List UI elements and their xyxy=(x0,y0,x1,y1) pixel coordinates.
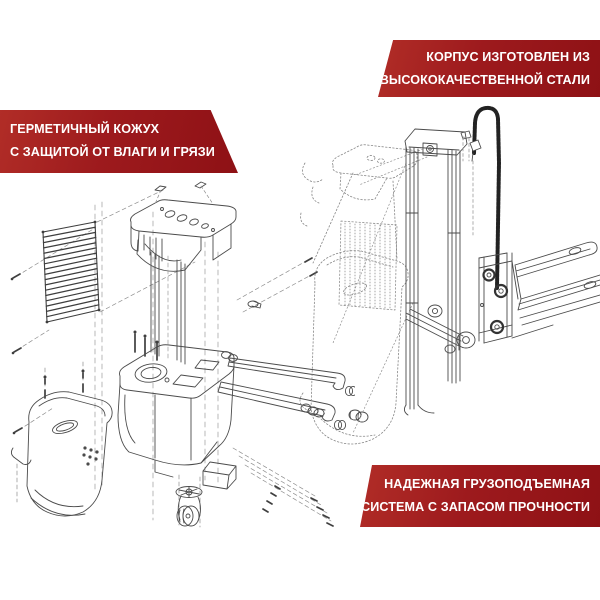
screw-icons xyxy=(12,257,334,527)
forks xyxy=(511,241,600,339)
leader-lines xyxy=(16,189,332,528)
lift-chain xyxy=(469,105,501,290)
phantom-hood xyxy=(299,172,409,445)
caster-wheel xyxy=(175,486,203,527)
projection-lines xyxy=(332,148,428,434)
phantom-vent-grid xyxy=(338,220,398,311)
assembled-view-drawing xyxy=(299,105,600,445)
mounting-box xyxy=(202,461,237,490)
screw-heads xyxy=(10,277,159,435)
chassis-body xyxy=(117,344,235,478)
banner-lifting-system-line1: НАДЕЖНАЯ ГРУЗОПОДЪЕМНАЯ xyxy=(384,477,590,491)
banner-sealed-cover-line1: ГЕРМЕТИЧНЫЙ КОЖУХ xyxy=(10,122,160,136)
mast-top-casting xyxy=(130,181,262,309)
banner-lifting-system-line2: СИСТЕМА С ЗАПАСОМ ПРОЧНОСТИ xyxy=(361,500,590,514)
banner-steel-body-line1: КОРПУС ИЗГОТОВЛЕН ИЗ xyxy=(426,50,590,64)
banner-steel-body: КОРПУС ИЗГОТОВЛЕН ИЗ ВЫСОКОКАЧЕСТВЕННОЙ … xyxy=(378,40,600,97)
support-rollers xyxy=(307,406,369,423)
mast-rails xyxy=(150,251,186,365)
banner-sealed-cover-line2: С ЗАЩИТОЙ ОТ ВЛАГИ И ГРЯЗИ xyxy=(10,145,215,159)
grille-panel xyxy=(41,220,101,324)
exploded-view-drawing xyxy=(10,181,355,528)
fork-carriage xyxy=(478,252,513,344)
banner-sealed-cover: ГЕРМЕТИЧНЫЙ КОЖУХ С ЗАЩИТОЙ ОТ ВЛАГИ И Г… xyxy=(0,110,238,173)
phantom-casting xyxy=(300,144,418,227)
exploded-axis-lines xyxy=(94,201,219,521)
banner-steel-body-line2: ВЫСОКОКАЧЕСТВЕННОЙ СТАЛИ xyxy=(379,73,590,87)
mast-columns xyxy=(405,146,461,410)
banner-lifting-system: НАДЕЖНАЯ ГРУЗОПОДЪЕМНАЯ СИСТЕМА С ЗАПАСО… xyxy=(360,465,600,527)
mast-crossbar xyxy=(404,128,472,162)
base-leg-and-wheels xyxy=(403,304,476,416)
cover-hood xyxy=(10,391,113,517)
